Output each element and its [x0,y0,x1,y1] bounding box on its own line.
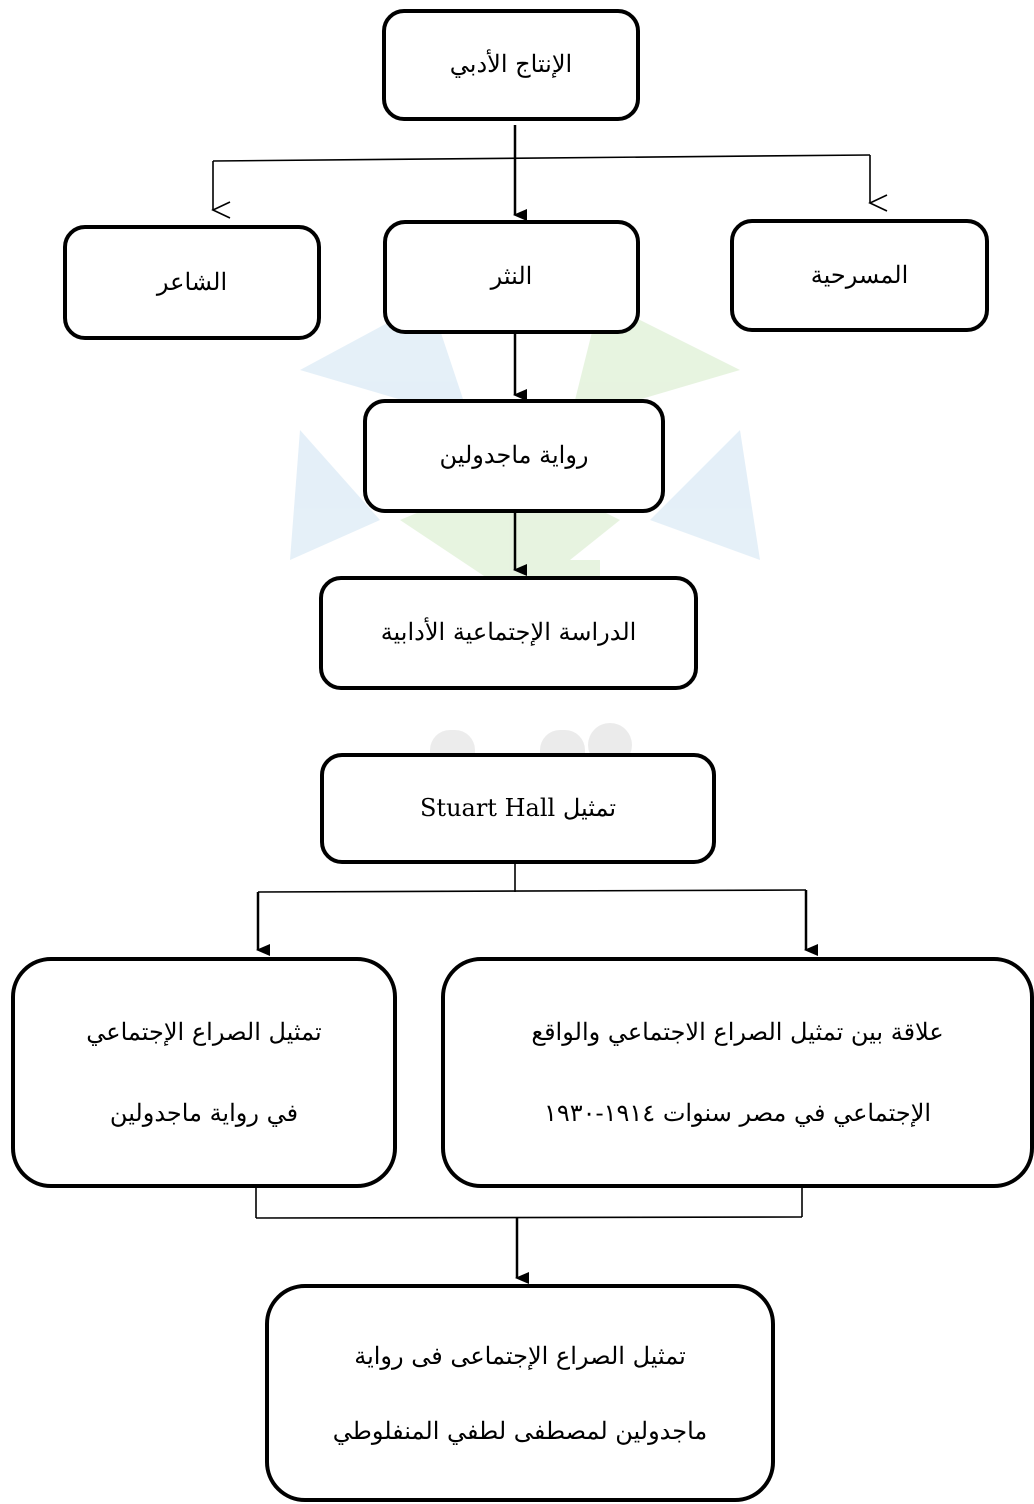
node-final-line-2: ماجدولين لمصطفى لطفي المنفلوطي [332,1416,708,1445]
node-literary-sociology: الدراسة الإجتماعية الأدابية [319,576,698,690]
node-poet: الشاعر [63,225,321,340]
node-stuart-hall-representation-label: تمثيل Stuart Hall [420,792,616,826]
node-stuart-hall-representation: تمثيل Stuart Hall [320,753,716,864]
node-final-conclusion: تمثيل الصراع الإجتماعى فى رواية ماجدولين… [265,1284,775,1502]
node-majdolin-novel: رواية ماجدولين [363,399,665,513]
node-prose: النثر [383,220,640,334]
node-drama-label: المسرحية [810,260,909,289]
node-drama: المسرحية [730,219,989,332]
node-relation-line-1: علاقة بين تمثيل الصراع الاجتماعي والواقع [531,1017,944,1046]
node-literary-sociology-label: الدراسة الإجتماعية الأدابية [380,618,637,647]
node-relation-line-2: الإجتماعي في مصر سنوات ١٩١٤-١٩٣٠ [543,1099,932,1128]
node-prose-label: النثر [490,262,533,291]
node-final-line-1: تمثيل الصراع الإجتماعى فى رواية [354,1341,686,1370]
node-social-conflict-line-2: في رواية ماجدولين [109,1099,299,1128]
node-literary-production: الإنتاج الأدبي [382,9,640,121]
node-literary-production-label: الإنتاج الأدبي [449,50,573,79]
node-social-conflict-representation: تمثيل الصراع الإجتماعي في رواية ماجدولين [11,957,397,1188]
representation-word: تمثيل [562,793,617,822]
node-majdolin-novel-label: رواية ماجدولين [439,441,589,470]
node-relation-egypt-reality: علاقة بين تمثيل الصراع الاجتماعي والواقع… [441,957,1034,1188]
node-poet-label: الشاعر [156,267,228,296]
stuart-hall-name: Stuart Hall [419,793,556,822]
node-social-conflict-line-1: تمثيل الصراع الإجتماعي [86,1017,322,1046]
